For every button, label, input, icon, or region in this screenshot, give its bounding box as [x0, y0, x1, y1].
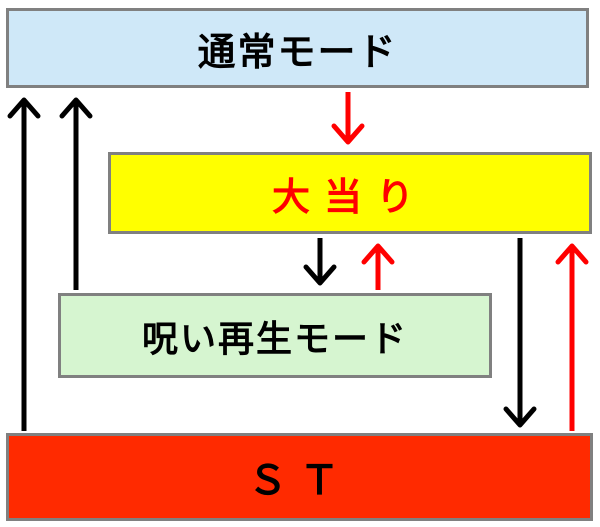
arrow-st-to-jackpot — [555, 243, 589, 431]
arrow-st-to-normal — [7, 97, 41, 431]
curse-replay-mode-label: 呪い再生モード — [141, 318, 408, 360]
arrow-curse-to-jackpot — [361, 243, 395, 290]
normal-mode-box: 通常モード — [6, 8, 589, 88]
normal-mode-label: 通常モード — [197, 29, 398, 74]
arrow-normal-to-jackpot — [331, 92, 365, 145]
arrow-jackpot-to-st — [503, 238, 537, 428]
jackpot-label: 大当り — [271, 174, 428, 219]
arrow-curse-to-normal — [59, 97, 93, 290]
st-box: ＳＴ — [6, 433, 593, 521]
jackpot-box: 大当り — [108, 152, 592, 234]
st-label: ＳＴ — [247, 458, 352, 504]
arrow-jackpot-to-curse — [303, 238, 337, 286]
curse-replay-mode-box: 呪い再生モード — [58, 293, 492, 378]
